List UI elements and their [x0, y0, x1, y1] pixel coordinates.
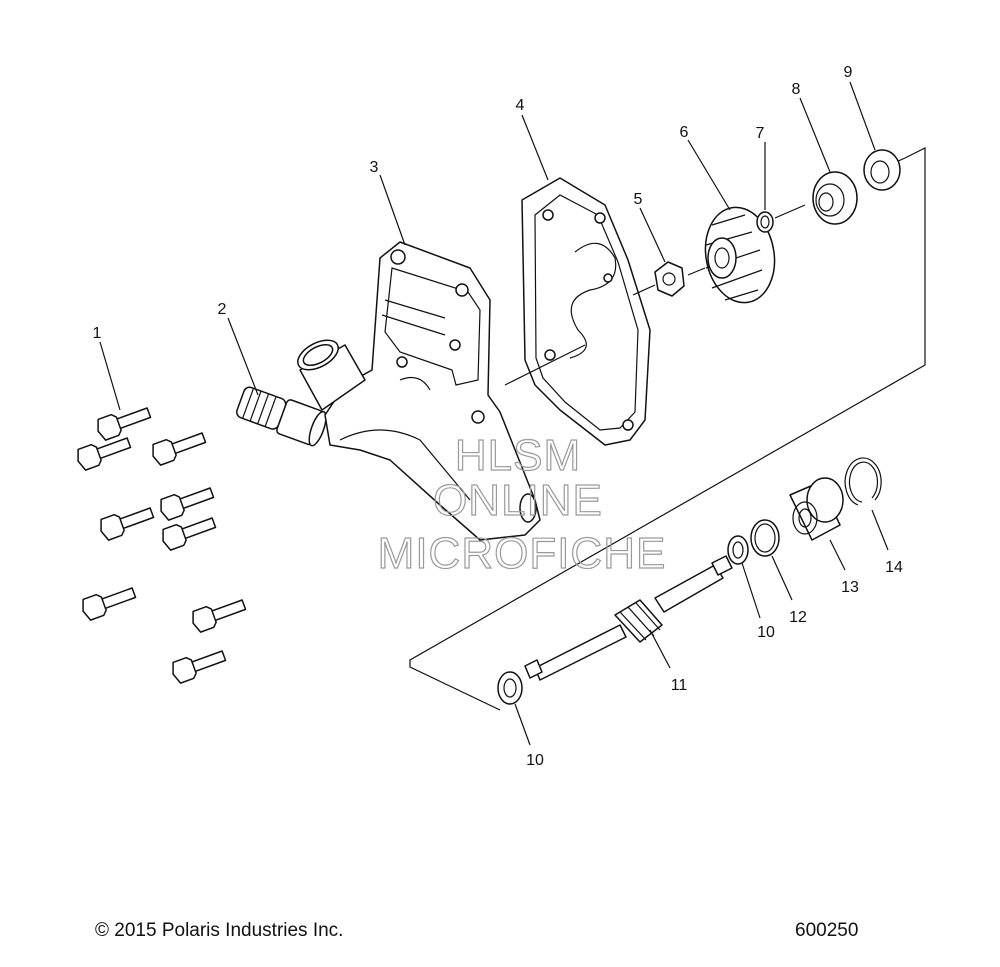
leader-lines	[99, 81, 876, 411]
callout-4: 4	[516, 97, 525, 114]
bolt-group	[77, 407, 247, 684]
bolt	[82, 587, 137, 621]
bolt	[100, 507, 155, 541]
snap-ring	[844, 457, 889, 551]
callout-1: 1	[93, 325, 102, 342]
shaft	[524, 555, 733, 681]
bolt	[97, 407, 152, 441]
watermark-line-3: MICROFICHE	[378, 529, 667, 578]
seal	[812, 171, 858, 225]
callout-5: 5	[634, 191, 643, 208]
impeller	[687, 206, 776, 304]
callout-labels: 1 2 3 4 5 6 7 8 9 10 10 11 12 13 14	[93, 64, 903, 769]
seal-ring	[863, 149, 901, 191]
o-ring	[750, 519, 793, 601]
callout-10-upper: 10	[757, 624, 775, 641]
callout-8: 8	[792, 81, 801, 98]
bolt	[162, 517, 217, 551]
pump-housing	[297, 241, 541, 541]
nut	[632, 261, 685, 297]
callout-10-lower: 10	[526, 752, 544, 769]
callout-7: 7	[756, 125, 765, 142]
bolt	[192, 599, 247, 633]
callout-13: 13	[841, 579, 859, 596]
bolt	[172, 650, 227, 684]
figure-number: 600250	[795, 920, 859, 941]
hose-fitting	[236, 386, 327, 447]
washer	[497, 671, 531, 746]
bolt	[77, 437, 132, 471]
callout-12: 12	[789, 609, 807, 626]
callout-9: 9	[844, 64, 853, 81]
callout-3: 3	[370, 159, 379, 176]
callout-14: 14	[885, 559, 903, 576]
washer	[727, 535, 761, 619]
gasket	[504, 177, 651, 446]
callout-2: 2	[218, 301, 227, 318]
bolt	[160, 487, 215, 521]
watermark-line-1: HLSM	[455, 431, 581, 480]
callout-11: 11	[671, 677, 688, 694]
watermark-line-2: ONLINE	[433, 476, 603, 525]
bolt	[152, 432, 207, 466]
callout-6: 6	[680, 124, 689, 141]
copyright-text: © 2015 Polaris Industries Inc.	[95, 920, 344, 941]
small-ring	[756, 204, 806, 233]
watermark: HLSM ONLINE MICROFICHE	[377, 430, 667, 578]
bearing	[789, 477, 846, 571]
